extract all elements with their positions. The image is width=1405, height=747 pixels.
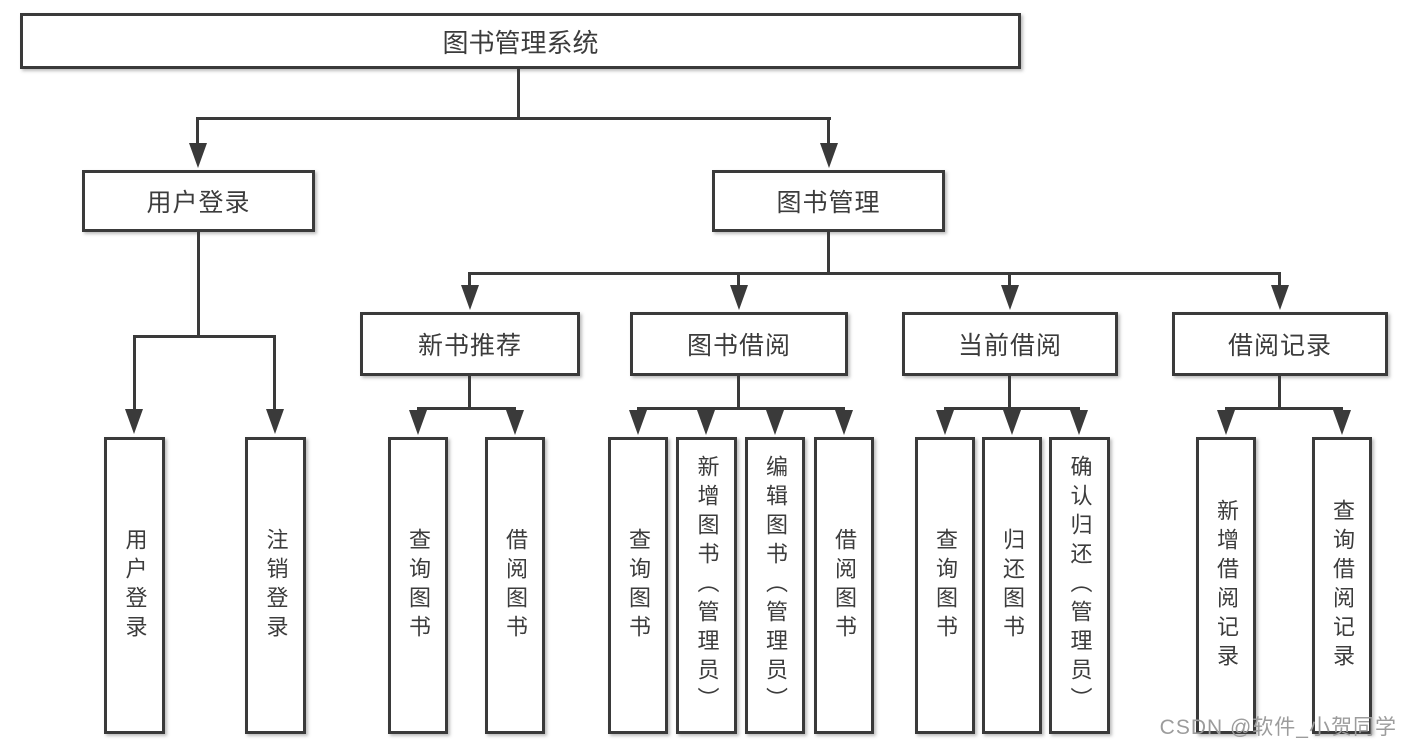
node-label: 借阅图书	[503, 527, 528, 644]
arrowhead-icon	[1001, 285, 1019, 310]
connector-book-mgmt-hline	[469, 272, 1281, 275]
node-new-book-recommend: 新书推荐	[360, 312, 580, 376]
connector-stem-leaf	[133, 335, 136, 409]
connector-l3-hline	[417, 407, 516, 410]
connector-root-stub	[517, 69, 520, 117]
arrowhead-icon	[409, 410, 427, 435]
arrowhead-icon	[1271, 285, 1289, 310]
node-label: 借阅记录	[1227, 332, 1332, 360]
leaf-confirm-return-admin: 确认归还（管理员）	[1049, 437, 1110, 734]
leaf-borrow-books-recommend: 借阅图书	[485, 437, 545, 734]
node-label: 当前借阅	[957, 332, 1062, 360]
connector-l3-hline	[637, 407, 845, 410]
node-label: 新书推荐	[417, 332, 522, 360]
connector-stem-user-login	[196, 117, 199, 145]
leaf-query-borrow-record: 查询借阅记录	[1312, 437, 1372, 734]
node-label: 注销登录	[263, 527, 289, 644]
node-label: 查询图书	[626, 527, 651, 644]
arrowhead-icon	[461, 285, 479, 310]
leaf-logout-login: 注销登录	[245, 437, 306, 734]
connector-root-hline	[197, 117, 831, 120]
node-label: 归还图书	[1000, 527, 1025, 644]
connector-stem-l3	[468, 272, 471, 287]
node-label: 图书借阅	[686, 332, 791, 360]
arrowhead-icon	[189, 143, 207, 168]
connector-stem-l3	[1008, 272, 1011, 287]
node-label: 确认归还（管理员）	[1067, 455, 1093, 716]
connector-l3-hline	[944, 407, 1080, 410]
node-user-login: 用户登录	[82, 170, 315, 232]
arrowhead-icon	[766, 410, 784, 435]
connector-stem-l3	[737, 272, 740, 287]
node-label: 查询借阅记录	[1330, 498, 1355, 673]
arrowhead-icon	[820, 143, 838, 168]
leaf-query-books-borrow: 查询图书	[608, 437, 668, 734]
leaf-query-books-current: 查询图书	[915, 437, 975, 734]
node-label: 图书管理	[776, 189, 881, 217]
connector-user-login-stub	[197, 232, 200, 335]
node-label: 借阅图书	[832, 527, 857, 644]
arrowhead-icon	[1333, 410, 1351, 435]
connector-stem-l3	[1278, 272, 1281, 287]
connector-user-login-hline	[133, 335, 276, 338]
node-label: 查询图书	[933, 527, 958, 644]
node-library-management-system: 图书管理系统	[20, 13, 1021, 69]
node-label: 查询图书	[406, 527, 431, 644]
node-label: 新增图书（管理员）	[694, 455, 720, 716]
connector-book-mgmt-stub	[827, 232, 830, 272]
node-label: 图书管理系统	[442, 27, 599, 58]
connector-l3-stub	[1278, 376, 1281, 407]
arrowhead-icon	[697, 410, 715, 435]
arrowhead-icon	[125, 409, 143, 434]
connector-stem-leaf	[273, 335, 276, 409]
connector-stem-book-management	[827, 117, 830, 145]
node-label: 用户登录	[122, 527, 148, 644]
connector-l3-stub	[1008, 376, 1011, 407]
arrowhead-icon	[1070, 410, 1088, 435]
node-label: 新增借阅记录	[1214, 498, 1239, 673]
connector-l3-stub	[468, 376, 471, 407]
leaf-borrow-books: 借阅图书	[814, 437, 874, 734]
arrowhead-icon	[506, 410, 524, 435]
leaf-edit-book-admin: 编辑图书（管理员）	[745, 437, 805, 734]
arrowhead-icon	[1217, 410, 1235, 435]
node-label: 编辑图书（管理员）	[763, 455, 788, 716]
leaf-user-login: 用户登录	[104, 437, 165, 734]
leaf-add-book-admin: 新增图书（管理员）	[676, 437, 737, 734]
leaf-query-books-recommend: 查询图书	[388, 437, 448, 734]
arrowhead-icon	[936, 410, 954, 435]
arrowhead-icon	[1003, 410, 1021, 435]
csdn-watermark: CSDN @软件_小贺同学	[1159, 716, 1397, 739]
node-book-management: 图书管理	[712, 170, 945, 232]
node-borrow-records: 借阅记录	[1172, 312, 1388, 376]
node-book-borrow: 图书借阅	[630, 312, 848, 376]
leaf-add-borrow-record: 新增借阅记录	[1196, 437, 1256, 734]
connector-l3-hline	[1225, 407, 1343, 410]
arrowhead-icon	[629, 410, 647, 435]
arrowhead-icon	[730, 285, 748, 310]
node-label: 用户登录	[146, 189, 251, 217]
arrowhead-icon	[835, 410, 853, 435]
connector-l3-stub	[737, 376, 740, 407]
arrowhead-icon	[266, 409, 284, 434]
leaf-return-book: 归还图书	[982, 437, 1042, 734]
node-current-borrow: 当前借阅	[902, 312, 1118, 376]
